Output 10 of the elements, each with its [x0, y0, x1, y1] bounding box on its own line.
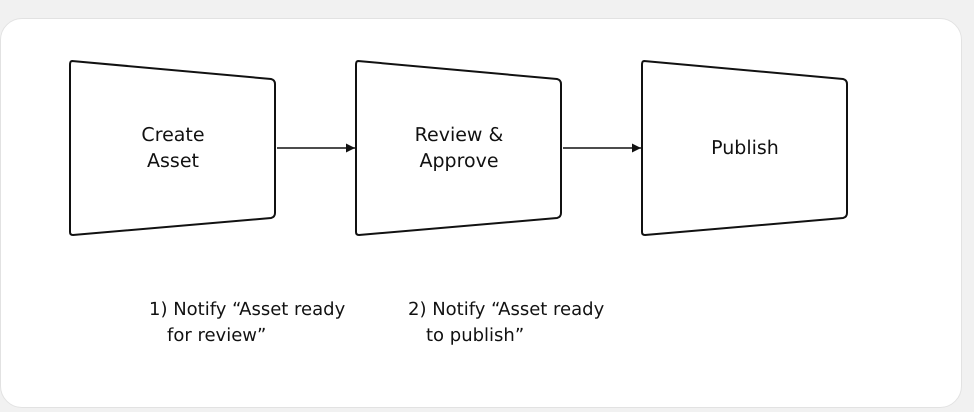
- notification-note: 1) Notify “Asset ready for review”: [149, 298, 346, 348]
- process-box: [355, 59, 563, 237]
- process-box: [69, 59, 277, 237]
- box-label: Review & Approve: [414, 123, 504, 174]
- arrow: [277, 144, 355, 152]
- arrow: [563, 144, 641, 152]
- box-label: Publish: [711, 136, 779, 161]
- notification-note: 2) Notify “Asset ready to publish”: [408, 298, 606, 348]
- process-box: [641, 59, 849, 237]
- box-label: Create Asset: [140, 123, 206, 174]
